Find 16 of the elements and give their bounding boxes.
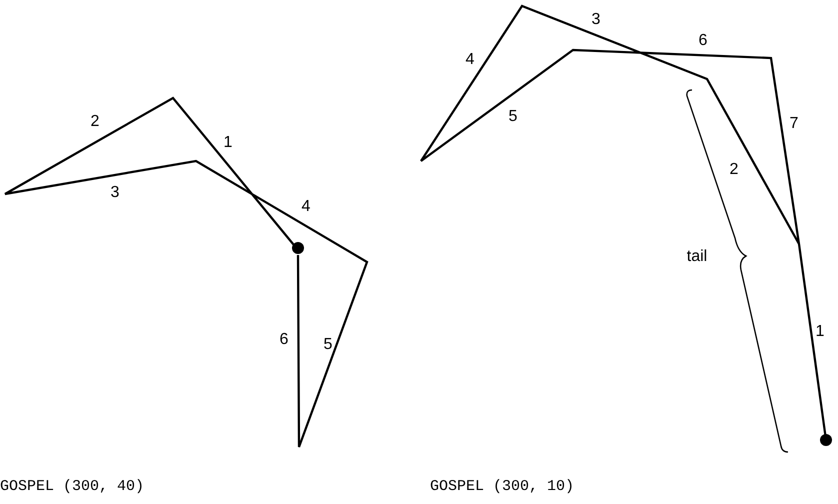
segment-number: 1 bbox=[816, 324, 824, 340]
segment-number: 5 bbox=[324, 337, 332, 353]
segment-number: 7 bbox=[790, 116, 798, 132]
bracket-label: tail bbox=[686, 249, 708, 265]
segment-number: 4 bbox=[302, 199, 310, 215]
segment-number: 6 bbox=[698, 33, 708, 49]
segment-number: 5 bbox=[508, 109, 518, 125]
segment-number: 4 bbox=[466, 52, 474, 68]
segment-number: 1 bbox=[224, 135, 232, 151]
caption: GOSPEL (300, 40) bbox=[0, 479, 144, 494]
segment-number: 3 bbox=[110, 185, 120, 201]
segment-number: 2 bbox=[730, 162, 738, 178]
segment-number: 3 bbox=[592, 12, 600, 28]
segment-number: 6 bbox=[280, 332, 288, 348]
segment-number: 2 bbox=[90, 114, 100, 130]
caption: GOSPEL (300, 10) bbox=[430, 479, 574, 494]
